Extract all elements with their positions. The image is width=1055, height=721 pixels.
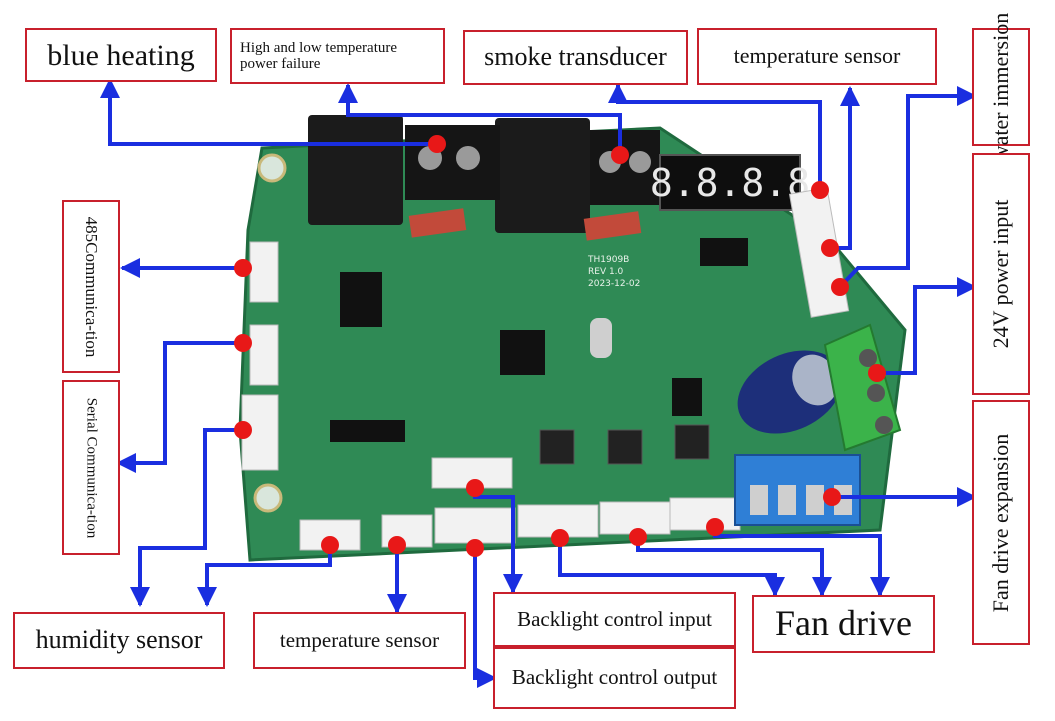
label-fan-expansion-text: Fan drive expansion [988,433,1013,612]
label-backlight-input: Backlight control input [493,592,736,647]
crystal [590,318,612,358]
label-temp-sensor-bottom: temperature sensor [253,612,466,669]
screw [456,146,480,170]
push-button [607,429,643,465]
terminal-slot [806,485,824,515]
relay [308,115,403,225]
terminal-slot [750,485,768,515]
capacitor [583,211,642,241]
screw [859,349,877,367]
connector [599,501,671,535]
connector [381,514,433,548]
label-power-input: 24V power input [972,153,1030,395]
ic-chip [500,330,545,375]
connector [669,497,741,531]
screw [629,151,651,173]
connector [241,394,279,471]
screw [875,416,893,434]
label-fan-expansion: Fan drive expansion [972,400,1030,645]
silk-model: TH1909B [587,255,629,265]
connector [299,519,361,551]
screw [867,384,885,402]
ic-chip [672,378,702,416]
push-button [539,429,575,465]
label-high-low-temp: High and low temperature power failure [230,28,445,84]
terminal-slot [834,485,852,515]
label-serial: Serial Communica-tion [62,380,120,555]
screw [418,146,442,170]
connector [431,457,513,489]
ic-chip [700,238,748,266]
terminal-slot [778,485,796,515]
led-display-digits: 8.8.8.8 [650,161,810,205]
label-485: 485Communica-tion [62,200,120,373]
connector [517,504,599,538]
ic-chip [340,272,382,327]
silk-rev: REV 1.0 [588,267,624,277]
label-serial-text: Serial Communica-tion [83,397,100,538]
label-fan-drive: Fan drive [752,595,935,653]
label-humidity-sensor: humidity sensor [13,612,225,669]
label-water-immersion-text: water immersion [988,12,1013,162]
capacitor [408,208,467,238]
silk-date: 2023-12-02 [588,279,640,289]
connector [249,324,279,386]
label-power-input-text: 24V power input [988,199,1013,349]
connector [434,507,516,544]
push-button [674,424,710,460]
label-smoke-transducer: smoke transducer [463,30,688,85]
mounting-hole [257,153,287,183]
label-temp-sensor-top: temperature sensor [697,28,937,85]
label-blue-heating: blue heating [25,28,217,82]
capacitor-top [792,354,838,406]
relay [495,118,590,233]
screw [599,151,621,173]
connector [249,241,279,303]
mounting-hole [253,483,283,513]
label-backlight-output: Backlight control output [493,647,736,709]
pin-header [330,420,405,442]
label-485-text: 485Communica-tion [82,216,101,357]
label-water-immersion: water immersion [972,13,1030,161]
